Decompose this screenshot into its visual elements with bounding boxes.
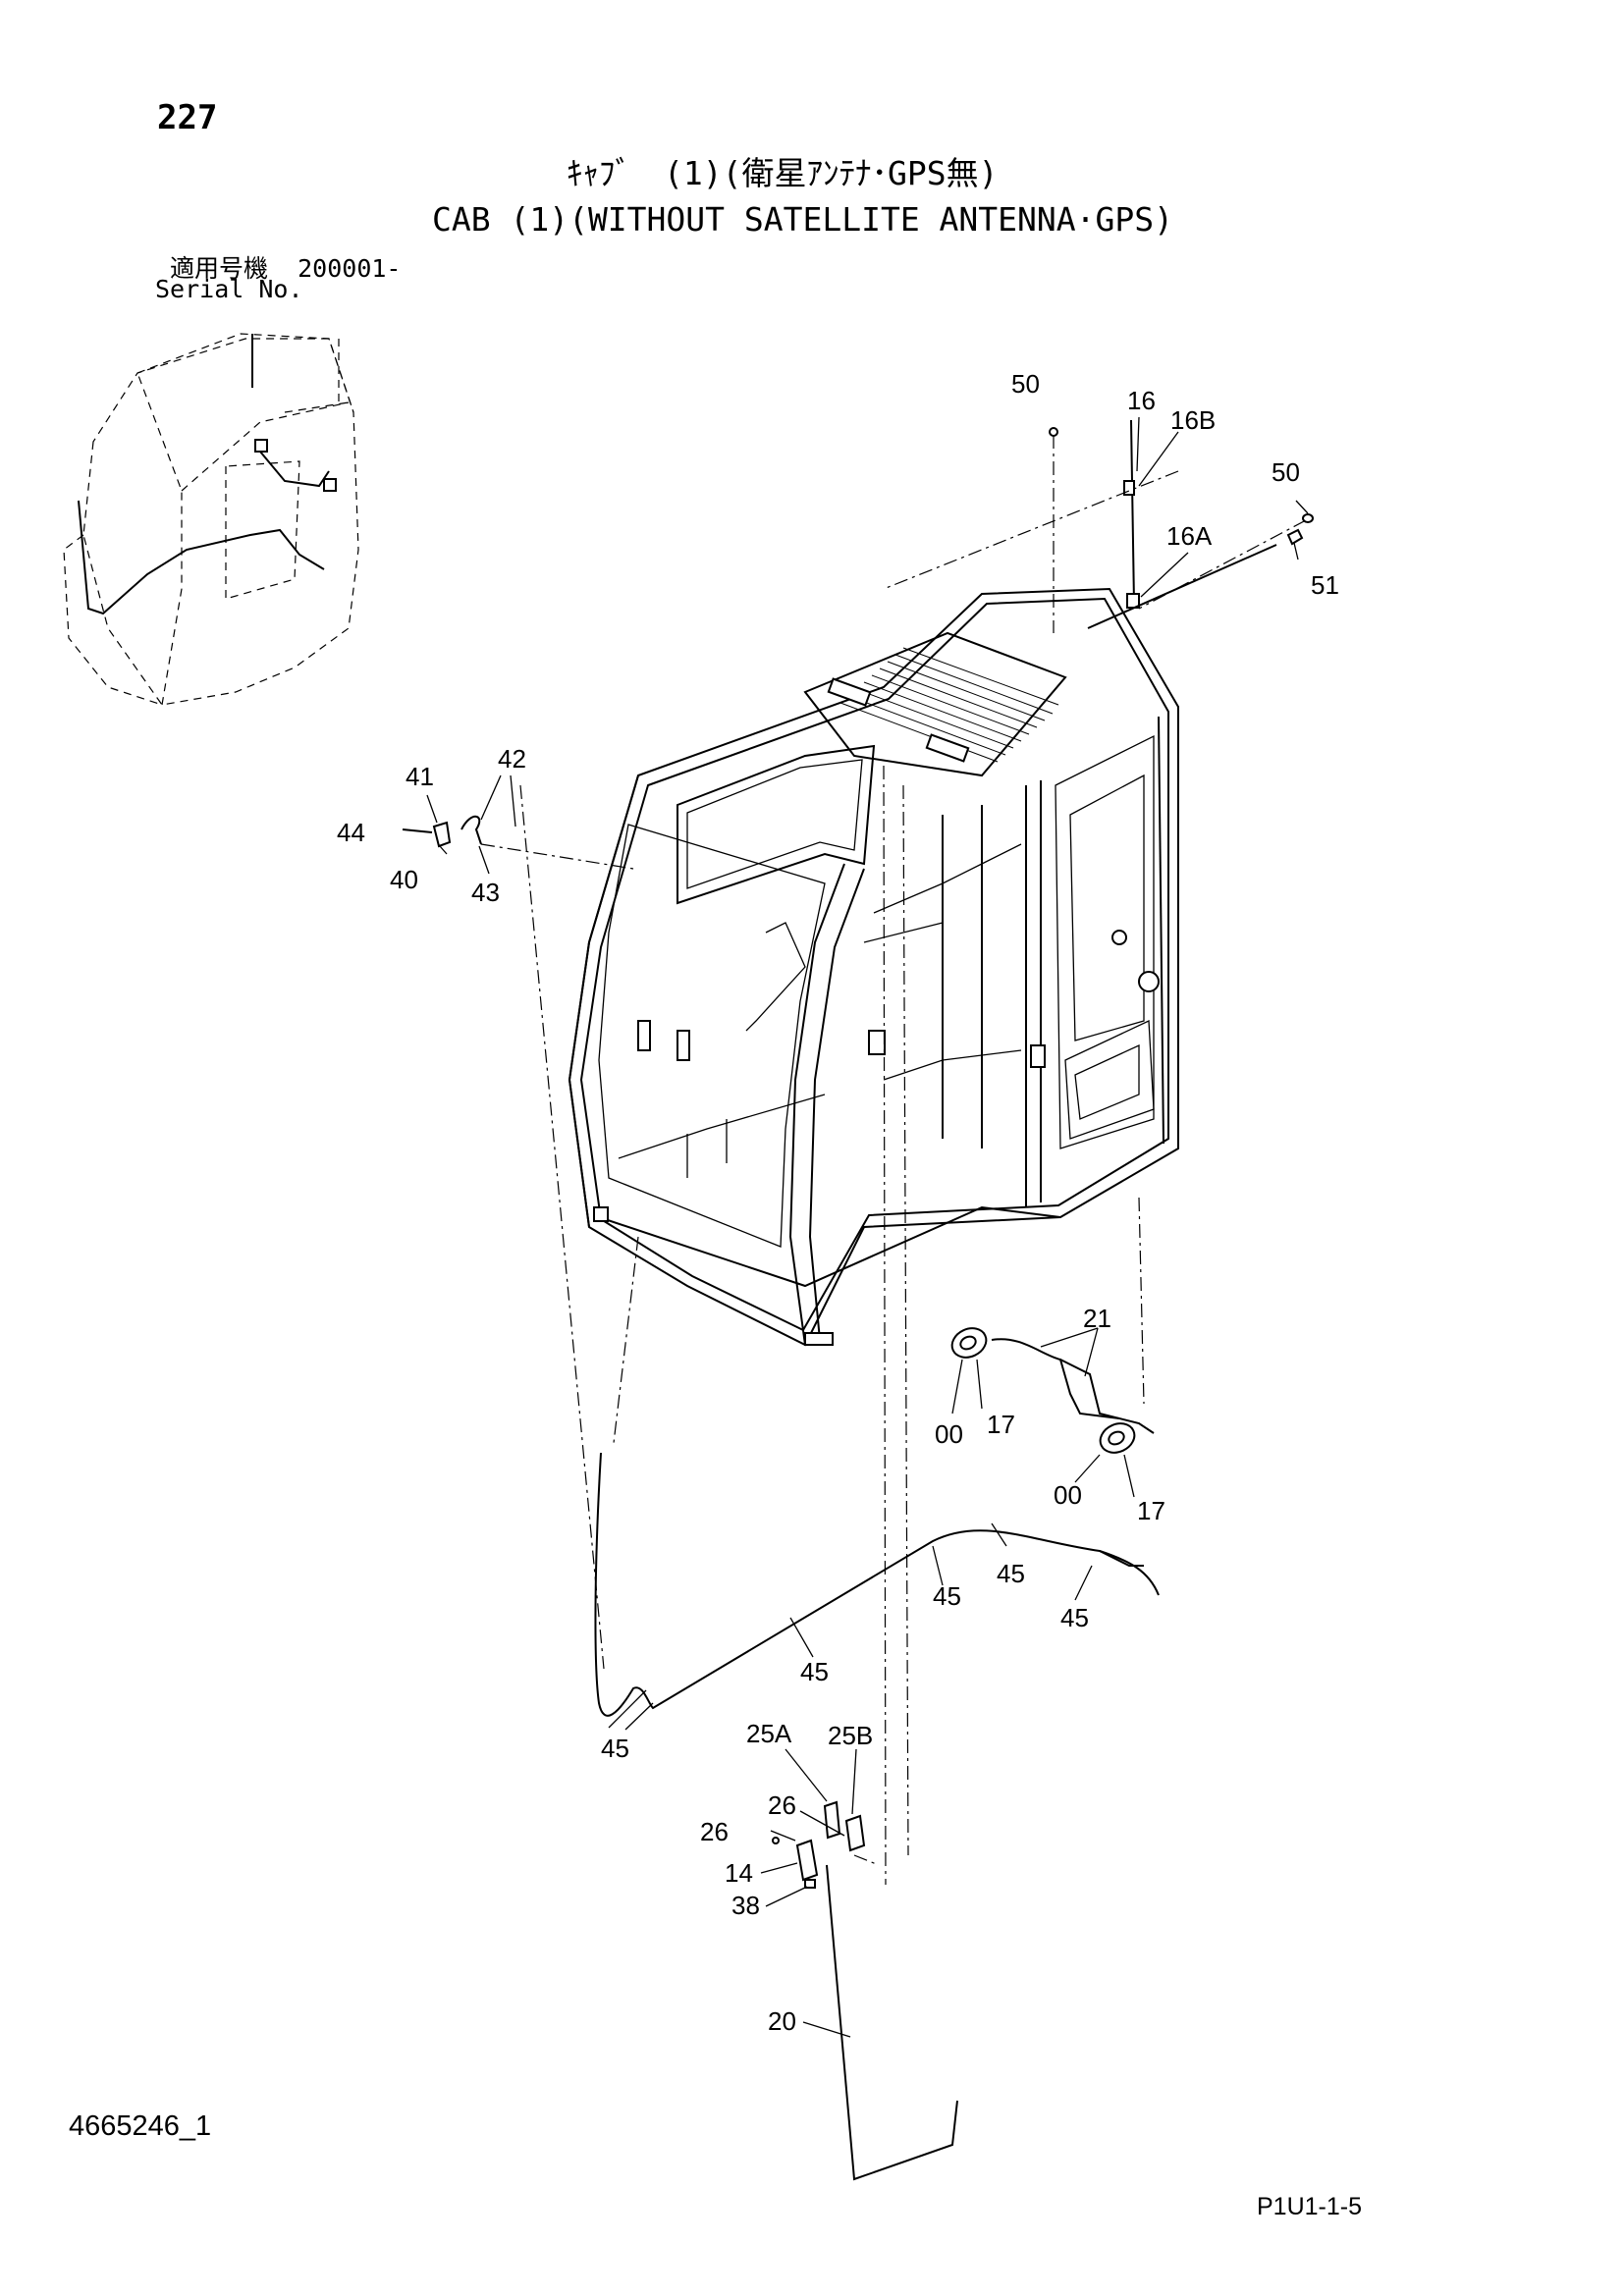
callout-25a: 25A bbox=[746, 1719, 792, 1748]
callout-16a: 16A bbox=[1166, 521, 1213, 551]
callout-17-left: 17 bbox=[987, 1410, 1015, 1439]
switch-parts bbox=[760, 1748, 958, 2181]
callout-17-right: 17 bbox=[1137, 1496, 1165, 1525]
callout-labels: 50 16 16B 50 16A 51 41 42 44 40 43 21 00… bbox=[337, 369, 1339, 2036]
callout-45-lower-left: 45 bbox=[601, 1734, 629, 1763]
callout-44: 44 bbox=[337, 818, 365, 847]
callout-00-right: 00 bbox=[1054, 1480, 1082, 1510]
callout-38: 38 bbox=[731, 1891, 760, 1920]
title-japanese: ｷｬﾌﾞ (1)(衛星ｱﾝﾃﾅ･GPS無) bbox=[567, 154, 999, 192]
title-english: CAB (1)(WITHOUT SATELLITE ANTENNA·GPS) bbox=[432, 200, 1173, 239]
document-number: 4665246_1 bbox=[69, 2110, 212, 2142]
harness-parts bbox=[594, 1452, 1160, 1731]
callout-20: 20 bbox=[768, 2006, 796, 2036]
serial-label-japanese: 適用号機 bbox=[170, 254, 269, 283]
serial-line-japanese: 適用号機 200001- bbox=[170, 249, 401, 285]
callout-45-far-right: 45 bbox=[1060, 1603, 1089, 1632]
callout-45-center: 45 bbox=[800, 1657, 829, 1686]
callout-41: 41 bbox=[406, 762, 434, 791]
callout-45-upper-right: 45 bbox=[997, 1559, 1025, 1588]
callout-43: 43 bbox=[471, 878, 500, 907]
callout-21: 21 bbox=[1083, 1304, 1111, 1333]
callout-50-top: 50 bbox=[1011, 369, 1040, 399]
page-number: 227 bbox=[157, 98, 218, 137]
callout-40: 40 bbox=[390, 865, 418, 894]
reference-cab-thumbnail bbox=[63, 333, 359, 706]
serial-label-english: Serial No. bbox=[155, 275, 303, 303]
clip-parts bbox=[402, 774, 634, 875]
callout-26-upper: 26 bbox=[768, 1790, 796, 1820]
callout-45-middle: 45 bbox=[933, 1581, 961, 1611]
cab-assembly bbox=[568, 587, 1179, 1347]
callout-50-right: 50 bbox=[1272, 457, 1300, 487]
callout-25b: 25B bbox=[828, 1721, 873, 1750]
callout-16: 16 bbox=[1127, 386, 1156, 415]
callout-42: 42 bbox=[498, 744, 526, 774]
callout-26-left: 26 bbox=[700, 1817, 729, 1846]
serial-value: 200001- bbox=[298, 254, 402, 283]
callout-51: 51 bbox=[1311, 570, 1339, 600]
speaker-parts bbox=[950, 1197, 1155, 1498]
callout-00-left: 00 bbox=[935, 1419, 963, 1449]
callout-14: 14 bbox=[725, 1858, 753, 1888]
antenna-parts bbox=[883, 416, 1314, 633]
page-reference: P1U1-1-5 bbox=[1257, 2193, 1362, 2220]
callout-16b: 16B bbox=[1170, 405, 1216, 435]
